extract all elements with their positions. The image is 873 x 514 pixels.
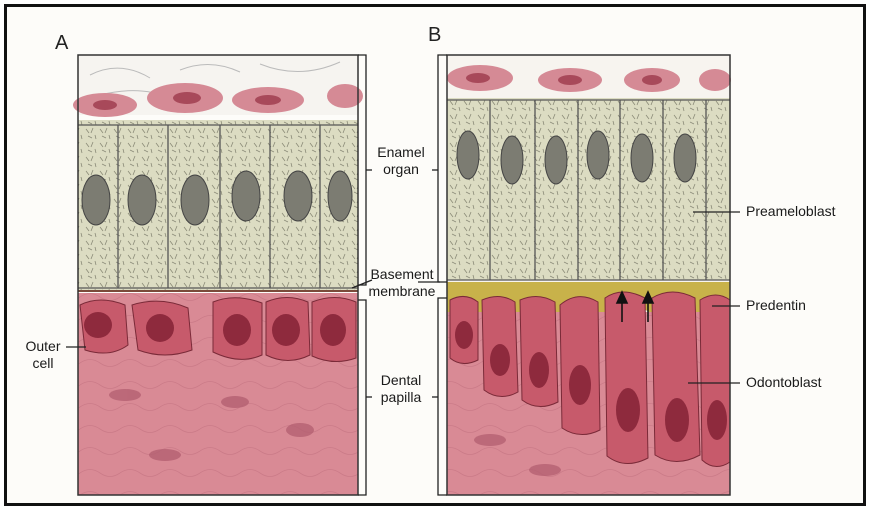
label-odontoblast: Odontoblast: [746, 374, 822, 390]
label-predentin: Predentin: [746, 297, 806, 313]
label-basement-line2: membrane: [368, 283, 436, 299]
label-outer-line2: cell: [32, 355, 54, 371]
label-enamel-organ-line2: organ: [383, 161, 419, 177]
panel-a-flat-cells: [73, 83, 363, 117]
label-outer-line1: Outer: [25, 338, 61, 354]
panel-b-flat-cells: [447, 65, 731, 92]
panel-b-nuclei: [456, 130, 697, 185]
panel-b-cell-borders: [447, 99, 730, 281]
label-dental-line2: papilla: [380, 389, 422, 405]
bracket-enamel-organ-b: [437, 54, 447, 283]
panel-b-arrows: [615, 290, 655, 322]
label-enamel-organ: Enamel organ: [372, 144, 430, 178]
bracket-dental-papilla-a: [358, 299, 367, 496]
panel-a-outer-cells: [79, 297, 357, 362]
panel-a-diagram: [73, 54, 363, 496]
panel-a-cell-borders: [78, 124, 358, 289]
panel-a-letter: A: [55, 32, 69, 54]
leader-basement-a: [351, 279, 373, 289]
label-basement-line1: Basement: [370, 266, 434, 282]
label-preameloblast: Preameloblast: [746, 203, 836, 219]
label-basement-membrane: Basement membrane: [362, 266, 442, 300]
label-outer-cell: Outer cell: [20, 338, 66, 372]
label-enamel-organ-line1: Enamel: [377, 144, 425, 160]
panel-a-papilla-cells: [109, 389, 314, 461]
panel-b-letter: B: [428, 24, 442, 46]
label-dental-papilla: Dental papilla: [372, 372, 430, 406]
label-dental-line1: Dental: [380, 372, 422, 388]
bracket-dental-papilla-b: [437, 297, 447, 496]
panel-b-diagram: [446, 54, 731, 496]
brackets-and-leaders: [66, 54, 740, 496]
panel-b-odontoblast-nuclei: [455, 321, 727, 442]
panel-a-nuclei: [81, 170, 353, 226]
